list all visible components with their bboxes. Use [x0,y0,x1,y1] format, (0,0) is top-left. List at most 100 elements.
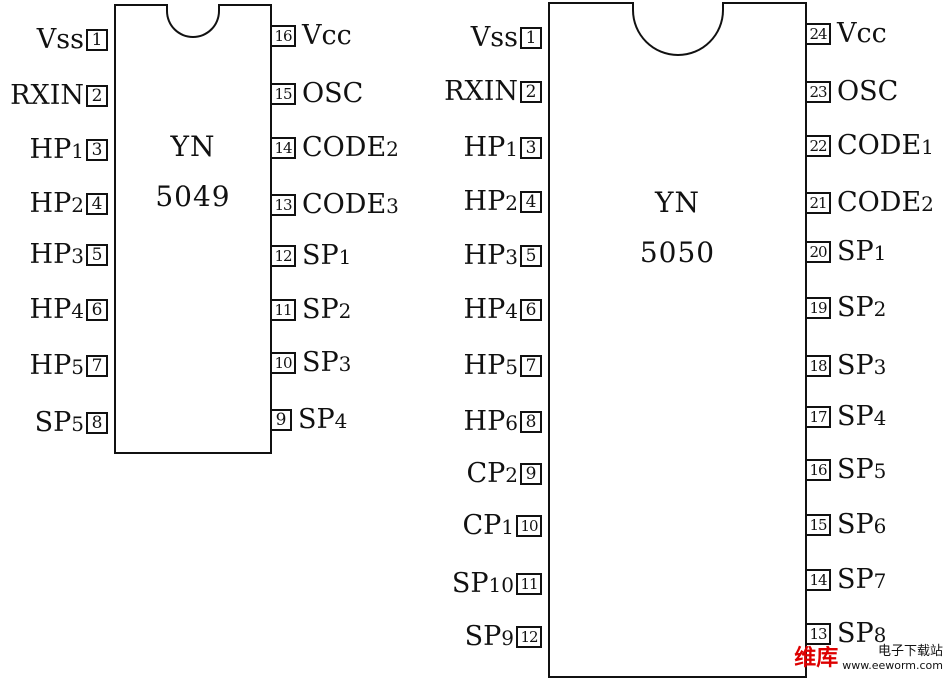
pin-label: RXIN [10,81,84,111]
pin-label-name: SP [464,621,502,652]
pin-number-box: 13 [270,194,296,216]
pin-label: Vss [471,23,518,53]
pin-label: HP3 [464,241,518,272]
pin-number-box: 12 [270,245,296,267]
chip-number-label: 5050 [639,236,716,269]
pin-label-name: Vss [36,24,84,55]
pin-number-box: 15 [270,83,296,105]
pin-number-box: 1 [86,29,108,51]
pin-label: SP6 [837,510,886,541]
pin-number-box: 16 [270,25,296,47]
pin-number-box: 21 [805,192,831,214]
pin-label-name: HP [463,240,506,271]
pin-label-subscript: 5 [505,355,518,379]
pin-label: HP5 [30,351,84,382]
pin-number-box: 6 [86,299,108,321]
pin-label: HP4 [30,295,84,326]
pin-number-box: 9 [520,463,542,485]
pin-label-subscript: 2 [71,193,84,217]
pin-label: SP1 [837,237,886,268]
pin-number-box: 20 [805,241,831,263]
pin-label-name: SP [302,294,339,325]
pin-label: SP5 [837,455,886,486]
pin-label-subscript: 7 [873,569,887,593]
pin-label: OSC [837,77,898,107]
pin-label-subscript: 5 [873,459,887,483]
pin-label-name: SP [837,292,874,323]
pin-number-box: 8 [520,411,542,433]
pin-label: SP8 [837,619,886,650]
pin-label-name: SP [302,347,339,378]
pin-label-name: HP [29,294,72,325]
pin-label-name: Vcc [837,18,887,49]
pin-label: SP4 [298,405,347,436]
pin-label: SP7 [837,565,886,596]
pin-number-box: 5 [86,244,108,266]
pin-number-box: 7 [520,355,542,377]
pin-label-subscript: 3 [386,194,399,218]
pin-label-subscript: 2 [505,191,518,215]
pin-label: SP3 [837,351,886,382]
pin-number-box: 3 [520,137,542,159]
pin-label-subscript: 1 [338,245,352,269]
pin-number-box: 1 [520,27,542,49]
pin-label-subscript: 3 [505,245,518,269]
pin-label-name: HP [29,350,72,381]
pin-label-name: Vcc [302,20,352,51]
pin-number-box: 19 [805,297,831,319]
pin-number-box: 14 [270,137,296,159]
pin-label: HP1 [30,135,84,166]
pin-number-box: 13 [805,623,831,645]
pin-label: SP3 [302,348,351,379]
pin-number-box: 10 [516,515,542,537]
pin-label: SP10 [452,569,514,600]
pin-number-box: 14 [805,569,831,591]
pin-label-name: CODE [302,189,387,220]
pin-number-box: 16 [805,459,831,481]
pin-label-subscript: 4 [873,406,887,430]
pin-label-name: SP [451,568,489,599]
pin-label-subscript: 4 [505,299,518,323]
pin-label-name: OSC [837,76,899,107]
pin-number-box: 2 [86,85,108,107]
pin-number-box: 9 [270,409,292,431]
pin-number-box: 15 [805,514,831,536]
pin-label-name: CODE [302,132,387,163]
pin-label-subscript: 3 [338,352,352,376]
pin-label: CODE2 [837,188,934,219]
pin-label-subscript: 2 [505,463,518,487]
pin-label-name: SP [837,401,874,432]
pin-label-name: SP [302,240,339,271]
chip-part-label: YN [655,186,700,219]
watermark-url: www.eeworm.com [842,659,943,672]
pin-label: CP1 [462,511,514,542]
chip-body-yn5050 [548,2,807,678]
pin-label-name: SP [837,618,874,649]
pin-label-subscript: 4 [334,409,348,433]
pin-label: HP4 [464,295,518,326]
pin-number-box: 4 [86,193,108,215]
pin-label-name: SP [837,454,874,485]
pin-label-name: HP [29,239,72,270]
pin-number-box: 12 [516,626,542,648]
pin-number-box: 5 [520,245,542,267]
pin-number-box: 23 [805,81,831,103]
pin-label-subscript: 1 [921,135,934,159]
pin-label-name: SP [837,350,874,381]
pin-number-box: 11 [270,299,296,321]
pin-number-box: 2 [520,81,542,103]
pin-label: HP1 [464,133,518,164]
pin-label-subscript: 1 [501,515,514,539]
pin-label-subscript: 2 [873,297,887,321]
pin-label-name: CP [462,510,502,541]
pin-label-name: CODE [837,187,922,218]
watermark-logo: 维库 [794,645,839,671]
pin-label-subscript: 5 [71,355,84,379]
pin-number-box: 6 [520,299,542,321]
pin-label: OSC [302,79,363,109]
pin-label-name: SP [837,236,874,267]
pin-label-name: HP [29,134,72,165]
pin-number-box: 3 [86,139,108,161]
pin-label: SP4 [837,402,886,433]
chip-notch [631,2,724,56]
